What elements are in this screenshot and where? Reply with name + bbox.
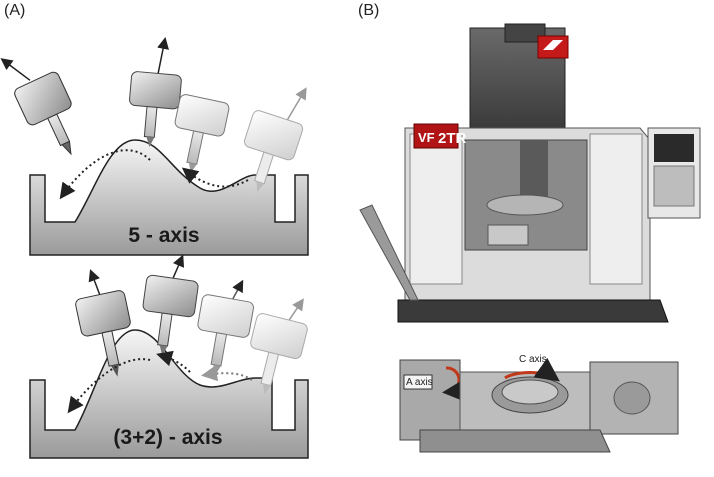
spindle-head-2 (129, 36, 182, 147)
tool-path-arrow (181, 167, 249, 188)
model-prefix: VF (418, 130, 435, 145)
tool-path-arrow (201, 365, 253, 382)
spindle-head-8 (250, 298, 308, 395)
trunnion-left-housing (399, 359, 461, 441)
diagram-caption-3plus2axis: (3+2) - axis (113, 426, 222, 449)
c-axis-rotation-arrow (504, 357, 560, 382)
cnc-machine-illustration: VF 2TR (359, 23, 701, 323)
diagram-caption-5axis: 5 - axis (128, 224, 199, 247)
tool-path-arrow (67, 358, 151, 414)
panel-label-b: (B) (358, 2, 380, 19)
five-axis-diagram: 5 - axis (0, 36, 309, 256)
spindle-head-4 (244, 87, 307, 192)
spindle-head-7 (197, 279, 254, 376)
trunnion-table-illustration: A axis C axis (399, 354, 679, 453)
c-axis-label: C axis (519, 354, 547, 365)
spindle-head-1 (0, 58, 72, 156)
machine-base (397, 299, 669, 323)
tool-path-arrow (59, 149, 151, 200)
model-suffix: 2TR (438, 130, 467, 147)
spindle-head-6 (142, 254, 199, 356)
panel-label-a: (A) (4, 2, 26, 19)
three-plus-two-axis-diagram: (3+2) - axis (29, 254, 309, 459)
model-badge (413, 123, 459, 149)
a-axis-label: A axis (406, 377, 433, 388)
spindle-head-5 (75, 269, 131, 377)
control-screen (654, 134, 694, 162)
spindle-head-3 (174, 94, 230, 174)
a-axis-rotation-arrow (442, 366, 467, 403)
